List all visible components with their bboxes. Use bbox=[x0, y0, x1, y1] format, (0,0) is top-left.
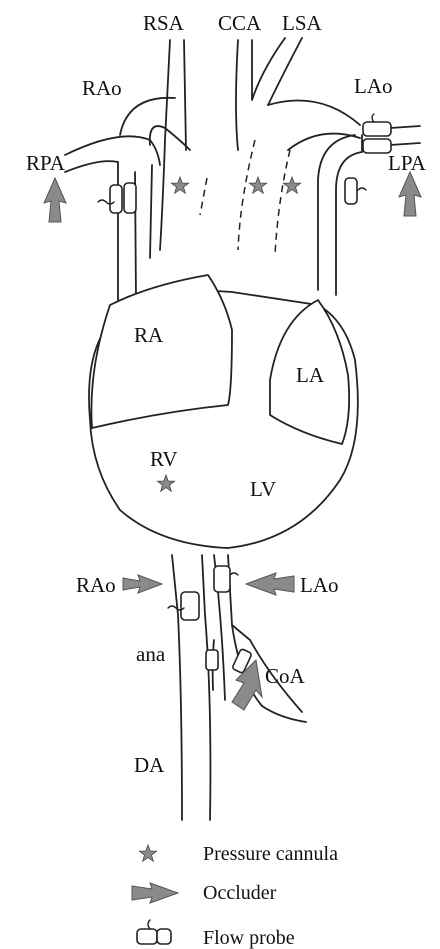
legend-star-icon bbox=[139, 845, 156, 861]
legend-occluder-icon bbox=[132, 883, 178, 903]
label-rpa: RPA bbox=[26, 151, 66, 175]
right-pulmonary-artery bbox=[65, 136, 160, 300]
label-rv: RV bbox=[150, 447, 178, 471]
label-cca: CCA bbox=[218, 11, 262, 35]
legend: Pressure cannula Occluder Flow probe bbox=[132, 843, 338, 949]
flow-probe-rpa bbox=[98, 183, 136, 213]
label-lao-top: LAo bbox=[354, 74, 393, 98]
occluder-arrow-rao bbox=[123, 575, 162, 593]
label-lpa: LPA bbox=[388, 151, 427, 175]
label-la: LA bbox=[296, 363, 325, 387]
label-rao-top: RAo bbox=[82, 76, 122, 100]
label-ana: ana bbox=[136, 642, 166, 666]
flow-probe-rao-bottom bbox=[168, 592, 199, 620]
occluder-arrow-lpa bbox=[399, 172, 421, 216]
label-lsa: LSA bbox=[282, 11, 323, 35]
ra-chamber bbox=[91, 275, 232, 428]
label-lao-bottom: LAo bbox=[300, 573, 339, 597]
rsa-vessel bbox=[160, 40, 186, 250]
label-rao-bottom: RAo bbox=[76, 573, 116, 597]
flow-probe-ana bbox=[206, 650, 218, 670]
legend-flow-label: Flow probe bbox=[203, 927, 295, 949]
left-pulmonary-artery bbox=[318, 135, 362, 295]
label-lv: LV bbox=[250, 477, 276, 501]
pressure-star-cca bbox=[249, 177, 266, 193]
cca-lsa-vessels bbox=[236, 38, 302, 150]
flow-probe-lao-bottom bbox=[214, 566, 238, 592]
legend-occluder-label: Occluder bbox=[203, 882, 277, 904]
legend-pressure-label: Pressure cannula bbox=[203, 843, 338, 865]
pressure-star-lsa bbox=[283, 177, 300, 193]
pressure-star-rsa bbox=[171, 177, 188, 193]
label-da: DA bbox=[134, 753, 165, 777]
legend-flow-probe-icon bbox=[137, 920, 171, 944]
occluder-arrow-rpa bbox=[44, 178, 66, 222]
flow-probe-lpa bbox=[345, 178, 366, 204]
label-ra: RA bbox=[134, 323, 164, 347]
occluder-arrow-lao bbox=[246, 573, 294, 595]
flow-probe-lao-top bbox=[363, 114, 391, 153]
label-coa: CoA bbox=[265, 664, 306, 688]
label-rsa: RSA bbox=[143, 11, 185, 35]
